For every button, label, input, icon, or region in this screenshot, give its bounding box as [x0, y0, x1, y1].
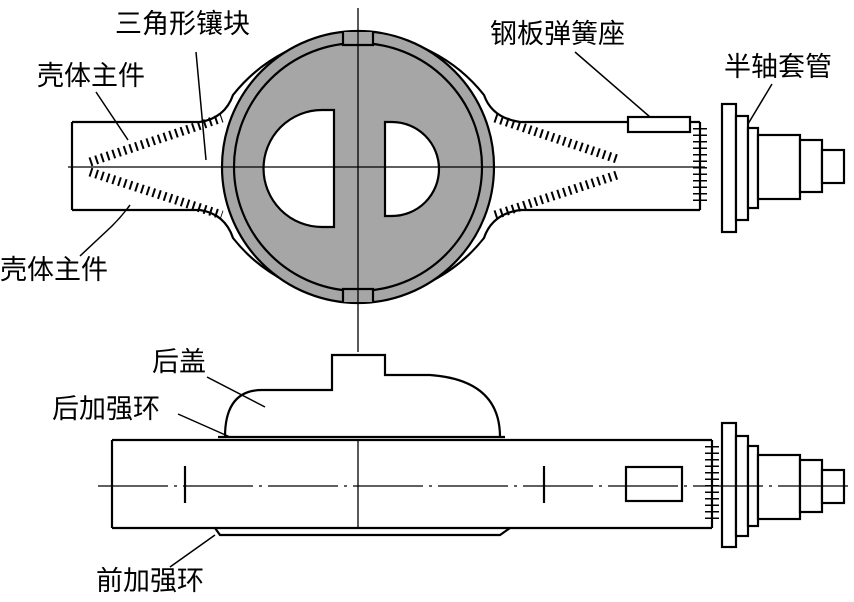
right-triangle-insert-lower — [493, 169, 622, 220]
shaft-step-1 — [756, 133, 802, 201]
left-triangle-insert-upper — [88, 113, 224, 167]
right-half-window — [383, 120, 441, 218]
label-housing-main-bottom: 壳体主件 — [0, 255, 108, 286]
front-reinforcing-ring-outline — [214, 527, 511, 537]
bottom-shaft-step-1 — [756, 453, 802, 521]
leader-housing-main-bottom — [79, 204, 131, 257]
bottom-spring-seat-block — [624, 465, 684, 503]
label-housing-main-top: 壳体主件 — [37, 61, 145, 92]
label-triangle-insert: 三角形镶块 — [115, 9, 250, 40]
bottom-flange-outer — [720, 421, 738, 549]
label-rear-reinforcing-ring: 后加强环 — [52, 394, 160, 425]
label-rear-cover: 后盖 — [152, 347, 206, 378]
leader-housing-main-top — [95, 91, 129, 141]
leader-triangle-insert — [195, 51, 207, 161]
right-triangle-insert-upper — [493, 113, 622, 165]
bottom-view — [98, 353, 848, 549]
flange-inner — [734, 114, 750, 222]
leader-lines — [79, 51, 773, 568]
flange-outer — [720, 102, 738, 234]
leaf-spring-seat-block — [626, 115, 692, 134]
leader-rear-reinforcing-ring — [177, 413, 231, 438]
left-triangle-insert-lower — [88, 167, 224, 220]
main-tube-outline — [110, 438, 714, 530]
label-axle-sleeve: 半轴套管 — [724, 52, 832, 83]
leader-leaf-spring-seat — [574, 51, 651, 118]
left-tube-outline — [70, 120, 200, 212]
leader-front-reinforcing-ring — [169, 534, 216, 568]
leader-rear-cover — [206, 376, 266, 408]
top-view — [68, 8, 846, 352]
label-front-reinforcing-ring: 前加强环 — [96, 566, 204, 597]
left-half-window — [262, 108, 336, 229]
label-leaf-spring-seat: 钢板弹簧座 — [490, 19, 625, 50]
leader-axle-sleeve — [747, 83, 773, 125]
rear-cover-outline — [223, 353, 502, 438]
shaft-step-2 — [798, 138, 824, 194]
shaft-step-3 — [820, 148, 846, 185]
flange-thin — [746, 126, 760, 210]
